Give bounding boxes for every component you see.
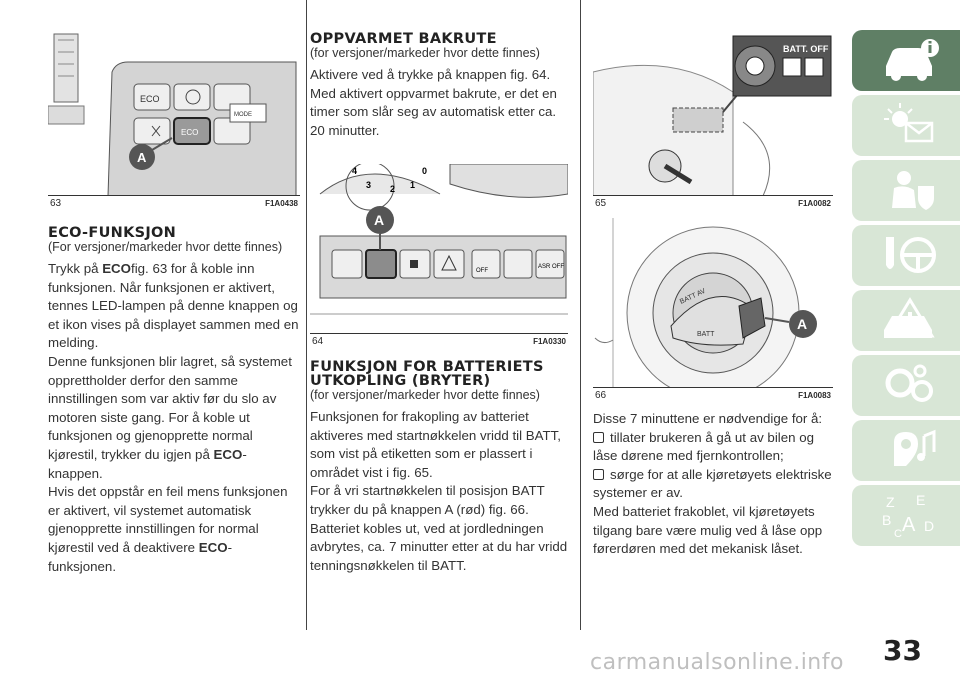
figure-number: 63 — [50, 198, 62, 209]
section-subtitle: (For versjoner/markeder hvor dette finne… — [48, 240, 283, 254]
figure-64: 4 3 2 1 0 OFF ASR OFF A 64 F1A0330 — [310, 164, 568, 350]
paragraph: Hvis det oppstår en feil mens funksjonen… — [48, 484, 288, 574]
tab-driving[interactable] — [852, 225, 960, 286]
tab-emergency[interactable] — [852, 290, 960, 351]
marker-a: A — [374, 212, 384, 228]
bullet-box-icon — [593, 468, 604, 480]
section-subtitle: (for versjoner/markeder hvor dette finne… — [310, 388, 540, 402]
marker-a: A — [797, 316, 807, 332]
paragraph: Denne funksjonen blir lagret, så systeme… — [48, 353, 292, 481]
svg-text:D: D — [924, 518, 934, 534]
figure-caption: 65 F1A0082 — [593, 195, 833, 212]
eco-button-illustration: ECO MODE ECO A — [48, 32, 300, 197]
car-info-icon — [886, 39, 939, 81]
svg-text:C: C — [894, 528, 902, 539]
svg-text:0: 0 — [422, 166, 427, 176]
figure-caption: 63 F1A0438 — [48, 195, 300, 212]
tab-multimedia[interactable] — [852, 420, 960, 481]
eco-button-label: ECO — [181, 128, 198, 137]
figure-65: BATT. OFF 65 F1A0082 — [593, 32, 833, 212]
paragraph: For å vri startnøkkelen til posisjon BAT… — [310, 483, 568, 573]
paragraph: Disse 7 minuttene er nødvendige for å: — [593, 411, 823, 426]
section-heading: FUNKSJON FOR BATTERIETS UTKOPLING (BRYTE… — [310, 359, 544, 389]
page-number: 33 — [883, 634, 922, 667]
heated-rear-window-illustration: 4 3 2 1 0 OFF ASR OFF A — [310, 164, 568, 334]
tab-maintenance[interactable] — [852, 355, 960, 416]
tab-safety[interactable] — [852, 160, 960, 221]
marker-a: A — [137, 150, 147, 165]
safety-icon — [892, 171, 934, 210]
battery-key-illustration: BATT AV BATT A — [593, 218, 833, 400]
paragraph: Med batteriet frakoblet, vil kjøretøyets… — [593, 503, 823, 557]
maintenance-icon — [885, 364, 933, 402]
bullet-item: tillater brukeren å gå ut av bilen og lå… — [593, 429, 815, 464]
emergency-icon — [884, 297, 935, 338]
svg-text:OFF: OFF — [476, 268, 488, 274]
figure-code: F1A0330 — [533, 337, 566, 346]
figure-code: F1A0438 — [265, 199, 298, 208]
svg-text:B: B — [882, 512, 891, 528]
driving-icon — [886, 237, 936, 273]
warning-lights-icon — [884, 103, 934, 143]
tab-warning-lights[interactable] — [852, 95, 960, 156]
svg-text:A: A — [902, 514, 916, 536]
tab-index[interactable]: Z E B A C D — [852, 485, 960, 546]
chapter-tabs: Z E B A C D — [852, 30, 960, 550]
section-heading: OPPVARMET BAKRUTE — [310, 31, 497, 47]
svg-text:1: 1 — [410, 180, 415, 190]
svg-text:Z: Z — [886, 494, 895, 510]
tab-car-info[interactable] — [852, 30, 960, 91]
svg-text:ASR OFF: ASR OFF — [538, 264, 564, 270]
figure-number: 64 — [312, 336, 324, 347]
battery-switch-section: FUNKSJON FOR BATTERIETS UTKOPLING (BRYTE… — [310, 360, 568, 575]
svg-text:4: 4 — [352, 166, 357, 176]
column-divider — [580, 0, 581, 630]
section-subtitle: (for versjoner/markeder hvor dette finne… — [310, 46, 540, 60]
bullet-item: sørge for at alle kjøretøyets elektriske… — [593, 466, 832, 501]
figure-caption: 64 F1A0330 — [310, 333, 568, 350]
paragraph: Aktivere ved å trykke på knappen fig. 64… — [310, 67, 557, 138]
watermark: carmanualsonline.info — [590, 650, 844, 675]
batt-off-label: BATT. OFF — [783, 44, 829, 54]
figure-caption: 66 F1A0083 — [593, 387, 833, 404]
multimedia-icon — [894, 429, 936, 466]
figure-number: 65 — [595, 198, 607, 209]
column-divider — [306, 0, 307, 630]
bullet-box-icon — [593, 431, 604, 443]
figure-code: F1A0083 — [798, 391, 831, 400]
paragraph: Funksjonen for frakopling av batteriet a… — [310, 409, 561, 480]
index-icon: Z E B A C D — [882, 492, 934, 539]
heated-rear-window-section: OPPVARMET BAKRUTE (for versjoner/markede… — [310, 32, 568, 140]
section-heading: ECO-FUNKSJON — [48, 225, 177, 241]
battery-continued-section: Disse 7 minuttene er nødvendige for å: t… — [593, 410, 833, 559]
batt-label: BATT — [697, 331, 715, 338]
figure-code: F1A0082 — [798, 199, 831, 208]
paragraph: Trykk på ECOfig. 63 for å koble inn funk… — [48, 261, 299, 351]
svg-text:3: 3 — [366, 180, 371, 190]
eco-section: ECO-FUNKSJON (For versjoner/markeder hvo… — [48, 226, 300, 576]
svg-text:2: 2 — [390, 184, 395, 194]
mode-label: MODE — [234, 112, 252, 118]
figure-66: BATT AV BATT A 66 F1A0083 — [593, 218, 833, 404]
svg-text:E: E — [916, 492, 925, 508]
eco-label: ECO — [140, 94, 160, 104]
figure-number: 66 — [595, 390, 607, 401]
ignition-illustration: BATT. OFF — [593, 32, 833, 197]
figure-63: ECO MODE ECO A 63 F1A0438 — [48, 32, 300, 212]
